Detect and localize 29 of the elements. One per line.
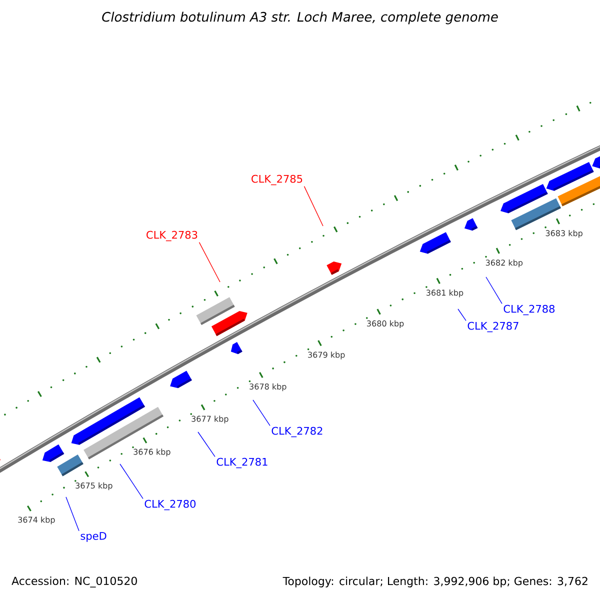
gene-label: CLK_2780 <box>144 500 196 510</box>
leader-line <box>198 432 216 458</box>
gene-label: speD <box>80 532 106 542</box>
leader-line <box>120 464 144 500</box>
tick-label: 3681 kbp <box>426 290 464 298</box>
footer-text: Accession: NC_010520 <box>12 576 137 588</box>
tick-label: 3675 kbp <box>76 482 112 490</box>
tick-label: 3683 kbp <box>546 230 582 238</box>
title: Clostridium botulinum A3 str. Loch Maree, complete genome <box>102 12 498 24</box>
tick-label: 3674 kbp <box>18 516 55 524</box>
tick-label: 3680 kbp <box>367 320 404 328</box>
gene-label: CLK_2787 <box>468 322 518 332</box>
gene-label: CLK_2782 <box>272 426 322 438</box>
footer-text: Topology: circular; Length: 3,992,906 bp; Genes: 3,762 <box>282 576 588 588</box>
leader-line <box>198 242 220 282</box>
leader-line <box>458 308 466 322</box>
tick-label: 3677 kbp <box>192 416 228 424</box>
tick-label: 3682 kbp <box>486 260 523 268</box>
gene-label: CLK_2785 <box>252 174 302 186</box>
leader-line <box>252 400 270 426</box>
gene-label: CLK_2781 <box>216 458 268 468</box>
gene-label: CLK_2783 <box>146 230 198 242</box>
leader-line <box>66 496 80 532</box>
tick-label: 3676 kbp <box>134 448 170 456</box>
tick-label: 3679 kbp <box>308 352 345 360</box>
leader-line <box>486 276 502 304</box>
leader-line <box>304 186 324 226</box>
tick-label: 3678 kbp <box>250 383 286 392</box>
gene-label: CLK_2788 <box>504 304 555 316</box>
